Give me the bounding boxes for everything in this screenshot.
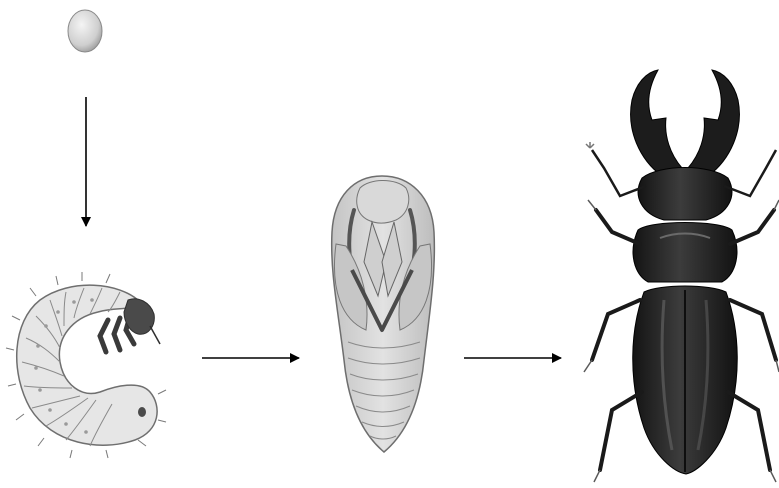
stag-beetle-icon: [584, 70, 779, 482]
pupa-icon: [332, 176, 435, 452]
egg-icon: [68, 10, 102, 52]
larva-icon: [6, 272, 166, 458]
